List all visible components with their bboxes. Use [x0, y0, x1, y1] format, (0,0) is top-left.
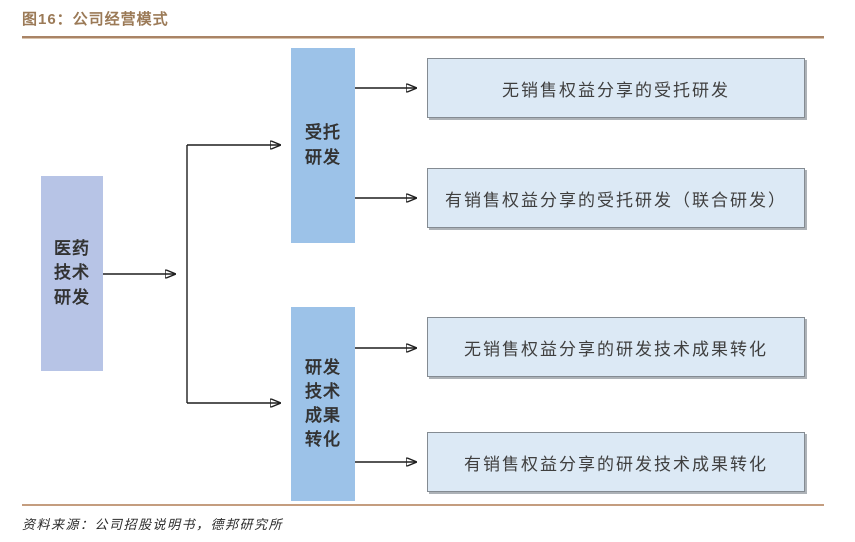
title-divider-line: [22, 36, 824, 39]
node-entrusted-rd: 受托 研发: [291, 48, 355, 243]
node-pharma-tech-rd: 医药 技术 研发: [41, 176, 103, 371]
figure-title: 图16：公司经营模式: [22, 11, 169, 28]
node-leaf-sales-share-transform: 有销售权益分享的研发技术成果转化: [427, 432, 805, 492]
node-rd-achievement-transform-label: 研发 技术 成果 转化: [305, 357, 341, 450]
node-pharma-tech-rd-label: 医药 技术 研发: [54, 239, 90, 307]
node-leaf-no-sales-share-entrusted-rd: 无销售权益分享的受托研发: [427, 58, 805, 118]
figure-source: 资料来源：公司招股说明书，德邦研究所: [22, 517, 284, 532]
source-divider-line: [22, 504, 824, 506]
node-entrusted-rd-label: 受托 研发: [305, 123, 341, 167]
node-leaf-sales-share-entrusted-rd: 有销售权益分享的受托研发（联合研发）: [427, 168, 805, 228]
node-leaf-no-sales-share-transform: 无销售权益分享的研发技术成果转化: [427, 317, 805, 377]
node-leaf4-label: 有销售权益分享的研发技术成果转化: [464, 454, 768, 474]
node-leaf3-label: 无销售权益分享的研发技术成果转化: [464, 339, 768, 359]
node-leaf1-label: 无销售权益分享的受托研发: [502, 80, 730, 100]
node-leaf2-label: 有销售权益分享的受托研发（联合研发）: [445, 190, 787, 210]
node-rd-achievement-transform: 研发 技术 成果 转化: [291, 307, 355, 501]
